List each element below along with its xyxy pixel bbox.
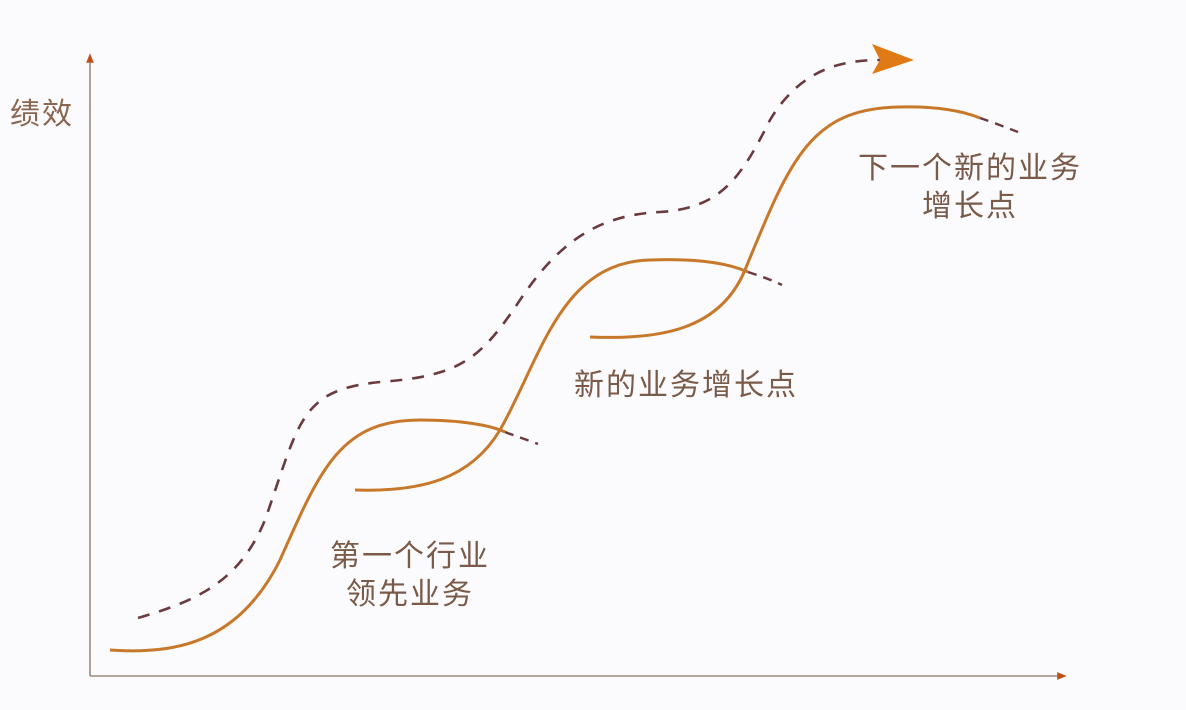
label-new-growth-point: 新的业务增长点 bbox=[574, 368, 798, 403]
curve-first-business bbox=[109, 418, 506, 653]
label-third-line2: 增长点 bbox=[922, 189, 1018, 224]
label-first-leading-business: 第一个行业 领先业务 bbox=[330, 538, 490, 614]
curve-third-decline-dash bbox=[979, 116, 1019, 134]
label-first-line1: 第一个行业 bbox=[330, 539, 490, 574]
label-first-line2: 领先业务 bbox=[346, 577, 474, 612]
dashed-envelope-curve bbox=[137, 58, 881, 620]
arrowhead-icon bbox=[872, 44, 914, 74]
curve-second-business bbox=[354, 258, 749, 492]
curve-second-decline-dash bbox=[747, 270, 783, 287]
label-next-growth-point: 下一个新的业务 增长点 bbox=[858, 150, 1082, 226]
label-third-line1: 下一个新的业务 bbox=[858, 151, 1082, 186]
curve-third-business bbox=[589, 105, 981, 339]
curve-first-decline-dash bbox=[504, 430, 539, 446]
y-axis-label: 绩效 bbox=[10, 97, 74, 132]
